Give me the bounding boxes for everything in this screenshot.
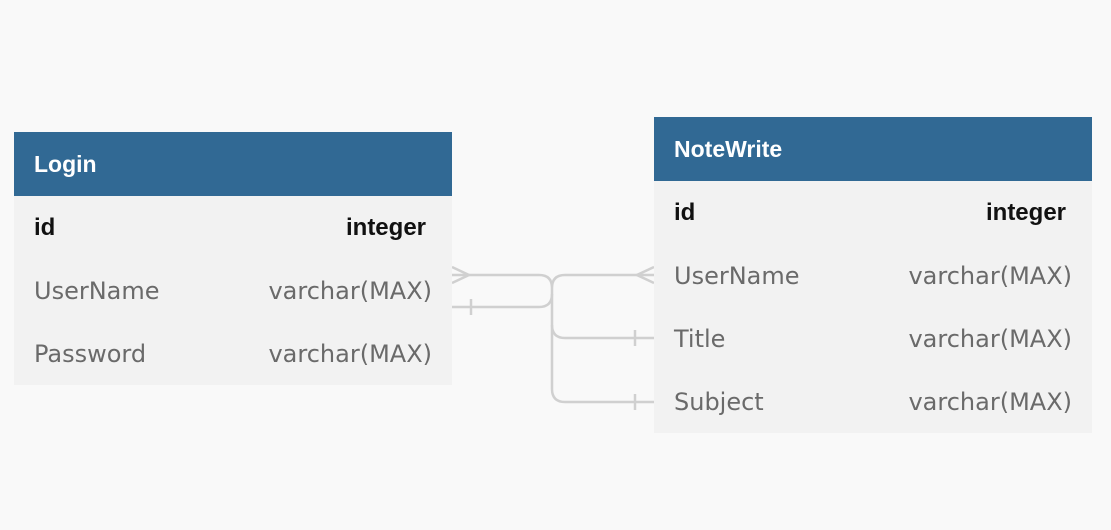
- column-name: Subject: [674, 387, 764, 416]
- column-type: integer: [985, 198, 1066, 226]
- table-notewrite-row-subject[interactable]: Subject varchar(MAX): [654, 370, 1092, 433]
- column-type: varchar(MAX): [908, 261, 1072, 290]
- relation-line-title: [550, 288, 654, 340]
- table-notewrite-row-title[interactable]: Title varchar(MAX): [654, 307, 1092, 370]
- table-notewrite-header: NoteWrite: [654, 117, 1092, 181]
- column-type: integer: [345, 213, 426, 241]
- table-notewrite[interactable]: NoteWrite id integer UserName varchar(MA…: [654, 117, 1092, 433]
- column-name: Password: [34, 339, 147, 368]
- column-name: id: [674, 198, 696, 226]
- relation-line-subject: [550, 325, 654, 404]
- column-name: UserName: [674, 261, 800, 290]
- column-name: Title: [674, 324, 726, 353]
- table-login-row-username[interactable]: UserName varchar(MAX): [14, 259, 452, 322]
- column-type: varchar(MAX): [908, 387, 1072, 416]
- column-type: varchar(MAX): [268, 339, 432, 368]
- table-notewrite-row-username[interactable]: UserName varchar(MAX): [654, 244, 1092, 307]
- table-login-title: Login: [34, 150, 97, 177]
- column-type: varchar(MAX): [908, 324, 1072, 353]
- table-login-header: Login: [14, 132, 452, 196]
- table-login-row-id[interactable]: id integer: [14, 196, 452, 259]
- relation-line-password: [452, 293, 554, 309]
- relation-line-username: [452, 273, 654, 289]
- crows-foot-right-icon: [634, 265, 655, 285]
- table-login-row-password[interactable]: Password varchar(MAX): [14, 322, 452, 385]
- table-notewrite-title: NoteWrite: [674, 135, 783, 162]
- column-name: id: [34, 213, 56, 241]
- crows-foot-left-icon: [451, 265, 472, 285]
- table-notewrite-row-id[interactable]: id integer: [654, 181, 1092, 244]
- column-name: UserName: [34, 276, 160, 305]
- column-type: varchar(MAX): [268, 276, 432, 305]
- table-login[interactable]: Login id integer UserName varchar(MAX) P…: [14, 132, 452, 385]
